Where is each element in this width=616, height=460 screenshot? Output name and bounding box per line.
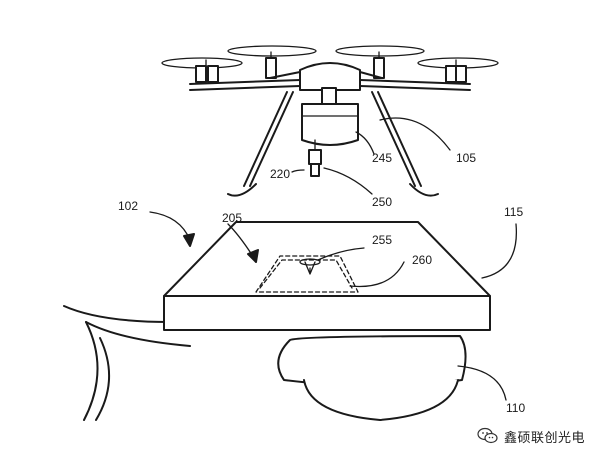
ref-255: 255	[372, 233, 392, 247]
receptacle	[299, 258, 321, 275]
connector-probe	[308, 139, 322, 177]
ref-250: 250	[372, 195, 392, 209]
payload-box	[301, 103, 359, 146]
ref-260: 260	[412, 253, 432, 267]
drone-frame	[189, 62, 471, 107]
watermark: 鑫硕联创光电	[477, 423, 585, 449]
wechat-icon	[477, 427, 498, 444]
leader-lines	[149, 117, 518, 401]
ref-220: 220	[270, 167, 290, 181]
ref-110: 110	[506, 401, 525, 415]
reference-numerals: 102 105 110 115 205 220 245 250 255 260	[118, 151, 525, 415]
watermark-text: 鑫硕联创光电	[504, 430, 586, 446]
ref-245: 245	[372, 151, 392, 165]
ref-105: 105	[456, 151, 476, 165]
ref-115: 115	[504, 205, 523, 219]
drone	[161, 45, 499, 197]
ref-205: 205	[222, 211, 242, 225]
landing-legs	[227, 91, 439, 197]
landing-station	[63, 221, 491, 421]
ref-102: 102	[118, 199, 138, 213]
